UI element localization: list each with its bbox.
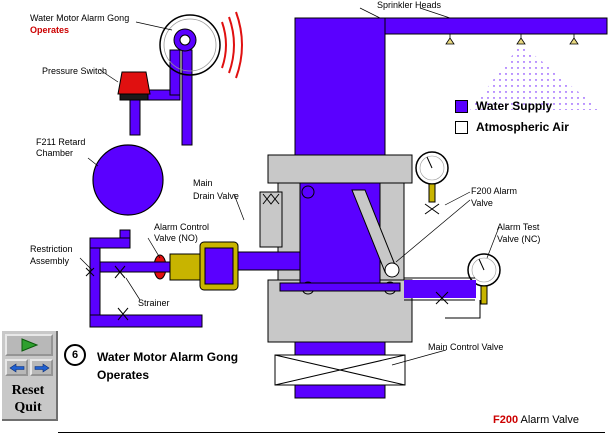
back-button[interactable] (5, 359, 28, 376)
label-gong-status: Operates (30, 25, 70, 35)
clapper-hinge (384, 262, 400, 278)
valve-seat (279, 282, 401, 292)
step-number-badge: 6 (64, 344, 86, 366)
label-pressure-switch: Pressure Switch (42, 66, 108, 76)
arrow-right-icon (34, 362, 50, 373)
legend-label: Water Supply (476, 99, 553, 113)
label-alarm-control-2: Valve (NO) (154, 233, 198, 243)
footer-code: F200 (492, 414, 519, 426)
test-valve-icon (435, 291, 449, 305)
label-gong: Water Motor Alarm Gong (30, 13, 130, 23)
step-line-2: Operates (97, 368, 150, 382)
pressure-gauge-icon (467, 253, 501, 305)
legend-atmospheric-air: Atmospheric Air (455, 120, 569, 134)
alarm-test-pipe-fill (404, 280, 476, 298)
label-main-drain-2: Drain Valve (193, 191, 239, 201)
footer-text: Alarm Valve (520, 414, 579, 426)
pressure-gauge-icon (415, 151, 449, 215)
label-sprinkler-heads: Sprinkler Heads (377, 0, 442, 10)
label-f200-2: Valve (471, 198, 493, 208)
label-restriction-1: Restriction (30, 244, 73, 254)
retard-chamber (92, 144, 164, 216)
alarm-gong-icon (159, 11, 243, 79)
label-strainer: Strainer (138, 298, 170, 308)
label-alarm-test-1: Alarm Test (497, 222, 540, 232)
playback-control-panel: Reset Quit (2, 331, 58, 421)
label-alarm-test-2: Valve (NC) (497, 234, 541, 244)
valve-port (301, 185, 315, 199)
label-retard-chamber-1: F211 Retard (36, 137, 86, 147)
play-icon (21, 338, 39, 352)
quit-button[interactable]: Quit (14, 400, 42, 415)
legend-label: Atmospheric Air (476, 120, 569, 134)
step-line-1: Water Motor Alarm Gong (97, 350, 239, 364)
reset-button[interactable]: Reset (11, 383, 45, 398)
forward-button[interactable] (30, 359, 53, 376)
arrow-left-icon (8, 362, 24, 373)
legend-water-supply: Water Supply (455, 99, 552, 113)
alarm-control-valve (153, 241, 239, 291)
label-retard-chamber-2: Chamber (36, 148, 74, 158)
footer-title: F200 Alarm Valve (493, 414, 579, 426)
footer-divider (58, 432, 605, 433)
pressure-switch-icon (117, 71, 151, 101)
restriction-valve-icon (85, 265, 129, 321)
step-description: Water Motor Alarm Gong Operates (97, 348, 238, 384)
legend-swatch (455, 120, 468, 134)
drain-valve-icon (262, 193, 280, 205)
main-drain-pipe (259, 191, 283, 248)
label-main-drain-1: Main (193, 178, 213, 188)
trim-piping (89, 49, 203, 328)
drain-outlet-pipe (445, 300, 481, 319)
label-f200-1: F200 Alarm (471, 186, 518, 196)
label-alarm-control-1: Alarm Control (154, 222, 210, 232)
main-control-valve (274, 354, 406, 386)
label-main-control: Main Control Valve (428, 342, 504, 352)
leader-lines (79, 7, 500, 366)
label-restriction-2: Assembly (30, 256, 70, 266)
sprinkler-head-icon (374, 34, 579, 45)
play-button[interactable] (5, 334, 53, 356)
water-spray (470, 44, 600, 110)
legend-swatch (455, 99, 468, 113)
